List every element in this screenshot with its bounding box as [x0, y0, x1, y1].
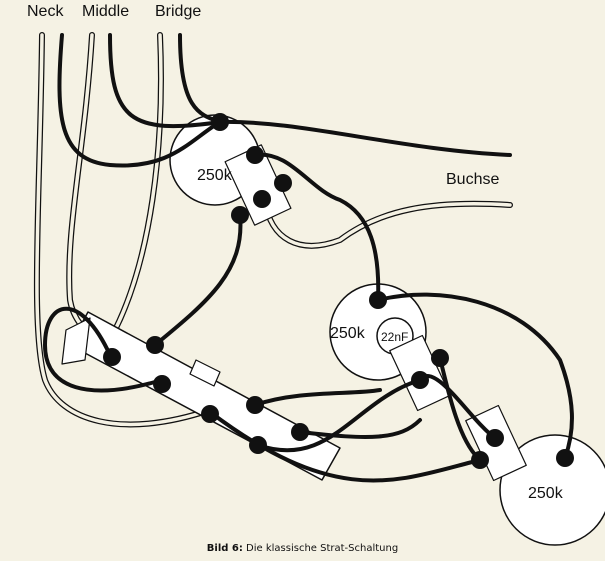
- solder-joints: [103, 113, 574, 469]
- figure-caption: Bild 6: Die klassische Strat-Schaltung: [0, 543, 605, 554]
- caption-prefix: Bild 6:: [206, 543, 243, 554]
- bridge-pickup-label: Bridge: [155, 3, 202, 20]
- caption-text: Die klassische Strat-Schaltung: [246, 543, 399, 554]
- middle-pickup-label: Middle: [82, 3, 130, 20]
- neck-pickup-label: Neck: [27, 3, 64, 20]
- pot-tone1-label: 250k: [330, 325, 366, 342]
- volume-pot-lugs: [224, 144, 292, 226]
- pot-volume-label: 250k: [197, 167, 233, 184]
- capacitor-label: 22nF: [381, 330, 408, 344]
- 5-way-switch: [61, 311, 341, 481]
- jack-label: Buchse: [446, 171, 500, 188]
- tone-pot-2: [499, 434, 605, 546]
- pot-tone2-label: 250k: [528, 485, 564, 502]
